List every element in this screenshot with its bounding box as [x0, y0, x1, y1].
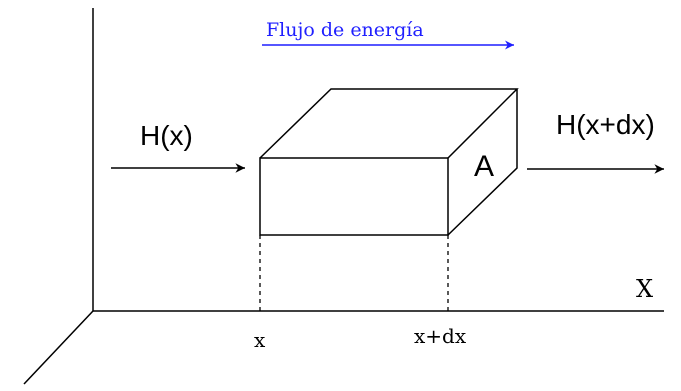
box-front-face: [259, 157, 449, 236]
flow-label: Flujo de energía: [266, 19, 424, 41]
box-top-face: [259, 88, 519, 159]
depth-axis: [23, 310, 94, 385]
volume-element-box: [259, 88, 519, 236]
axis-label: X: [636, 275, 653, 303]
right-flux-label: H(x+dx): [556, 109, 655, 140]
x-dx-label: x+dx: [414, 324, 467, 348]
left-flux-label: H(x): [140, 120, 193, 151]
area-label: A: [474, 150, 494, 183]
box-right-face: [447, 89, 518, 236]
x-label: x: [254, 328, 266, 352]
